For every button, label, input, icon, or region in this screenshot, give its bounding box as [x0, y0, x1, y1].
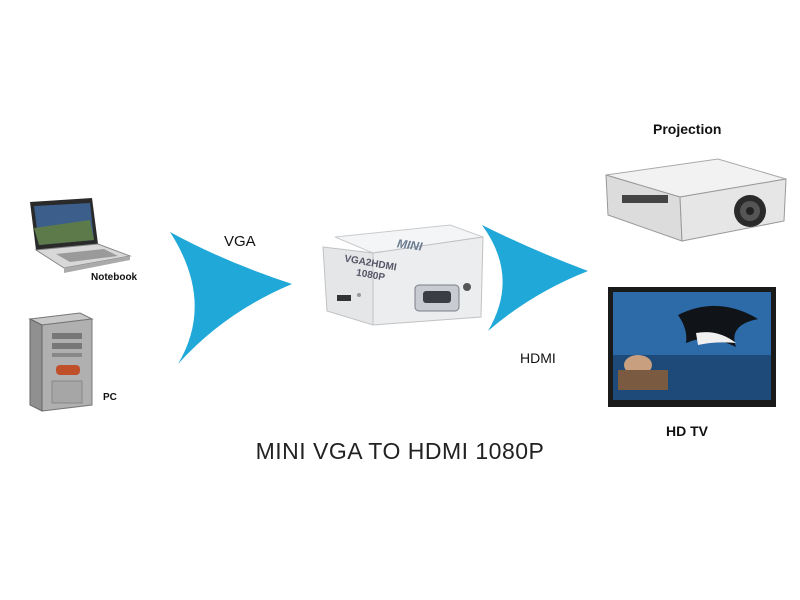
hd-tv-label: HD TV — [666, 423, 708, 439]
hd-tv-image — [608, 287, 776, 407]
pc-tower-image — [28, 312, 94, 412]
vga-arrow — [170, 232, 292, 364]
converter-box-image — [322, 224, 484, 326]
projector-image — [605, 158, 787, 242]
diagram-title: MINI VGA TO HDMI 1080P — [255, 438, 545, 464]
notebook-label: Notebook — [91, 272, 138, 283]
projector-label: Projection — [653, 121, 722, 137]
notebook-image — [30, 198, 132, 273]
pc-label: PC — [103, 392, 117, 403]
hdmi-arrow — [482, 225, 588, 331]
vga-arrow-label: VGA — [224, 233, 256, 250]
hdmi-arrow-label: HDMI — [520, 350, 556, 366]
